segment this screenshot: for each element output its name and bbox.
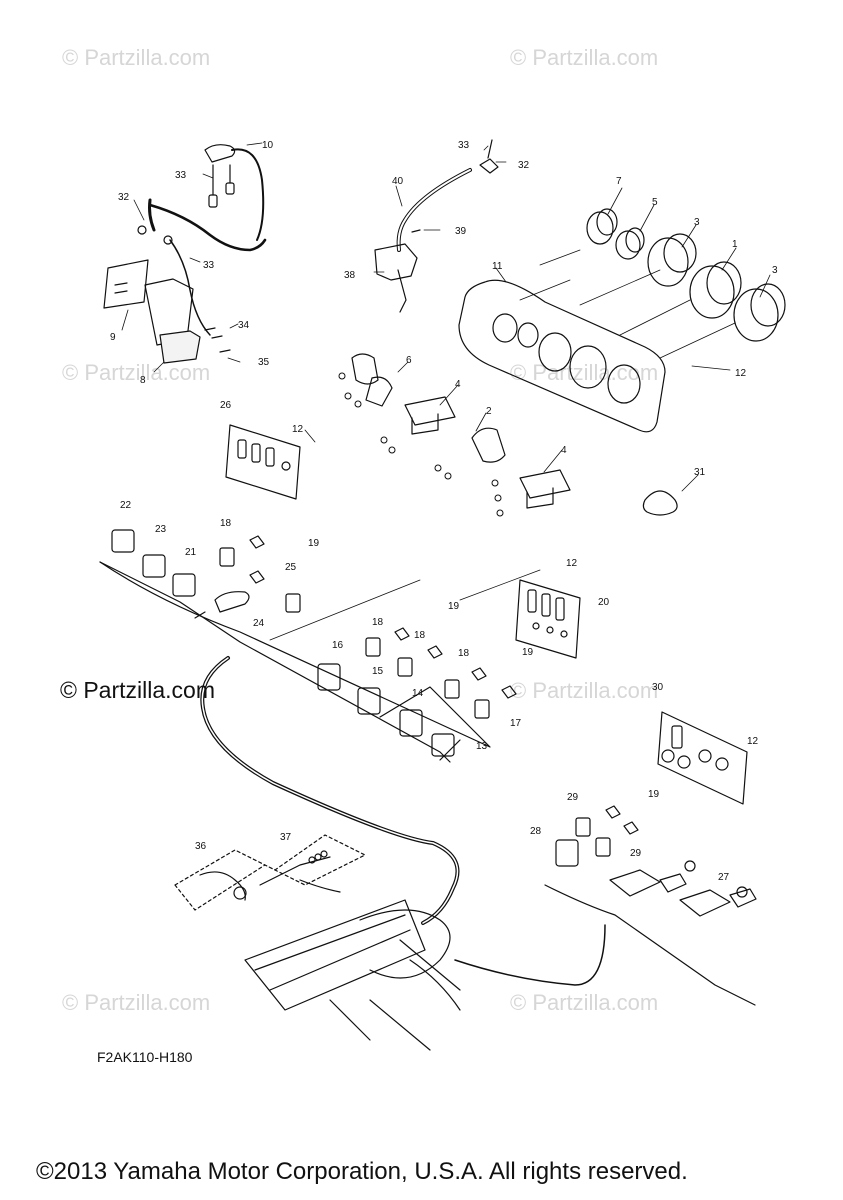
callout-17: 17 <box>510 718 522 729</box>
upper-console <box>99 529 541 763</box>
callout-26: 26 <box>220 400 232 411</box>
callout-24: 24 <box>253 618 265 629</box>
leader-lines <box>121 142 771 492</box>
callout-6: 6 <box>406 355 412 366</box>
callout-33: 33 <box>458 140 470 151</box>
callouts: 10 33 32 33 9 34 35 8 33 32 40 39 38 7 5… <box>110 140 778 883</box>
callout-16: 16 <box>332 640 344 651</box>
callout-7: 7 <box>616 176 622 187</box>
callout-1: 1 <box>732 239 738 250</box>
callout-19: 19 <box>448 601 460 612</box>
callout-38: 38 <box>344 270 356 281</box>
watermark-main: © Partzilla.com <box>60 677 215 703</box>
watermark: © Partzilla.com <box>510 360 659 385</box>
callout-31: 31 <box>694 467 706 478</box>
callout-15: 15 <box>372 666 384 677</box>
callout-28: 28 <box>530 826 542 837</box>
watermark: © Partzilla.com <box>62 45 211 70</box>
main-harness <box>200 656 606 986</box>
callout-35: 35 <box>258 357 270 368</box>
callout-5: 5 <box>652 197 658 208</box>
callout-32: 32 <box>118 192 130 203</box>
callout-19: 19 <box>308 538 320 549</box>
callout-4: 4 <box>455 379 461 390</box>
callout-18: 18 <box>414 630 426 641</box>
callout-23: 23 <box>155 524 167 535</box>
copyright-notice: ©2013 Yamaha Motor Corporation, U.S.A. A… <box>36 1158 688 1185</box>
switch-plate-30 <box>657 711 748 805</box>
callout-12: 12 <box>566 558 578 569</box>
callout-14: 14 <box>412 688 424 699</box>
lower-right-cluster <box>544 805 757 1006</box>
callout-32: 32 <box>518 160 530 171</box>
hull-outline <box>244 899 461 1051</box>
brackets <box>338 353 571 517</box>
callout-33: 33 <box>175 170 187 181</box>
switch-plate-20 <box>515 579 581 659</box>
meter-cable <box>374 139 499 313</box>
callout-30: 30 <box>652 682 664 693</box>
callout-39: 39 <box>455 226 467 237</box>
callout-4: 4 <box>561 445 567 456</box>
watermark: © Partzilla.com <box>62 360 211 385</box>
callout-18: 18 <box>458 648 470 659</box>
callout-37: 37 <box>280 832 292 843</box>
callout-21: 21 <box>185 547 197 558</box>
callout-29: 29 <box>630 848 642 859</box>
callout-29: 29 <box>567 792 579 803</box>
callout-40: 40 <box>392 176 404 187</box>
watermark: © Partzilla.com <box>510 45 659 70</box>
callout-25: 25 <box>285 562 297 573</box>
callout-12: 12 <box>735 368 747 379</box>
callout-9: 9 <box>110 332 116 343</box>
watermark: © Partzilla.com <box>510 990 659 1015</box>
callout-18: 18 <box>220 518 232 529</box>
callout-19: 19 <box>648 789 660 800</box>
callout-27: 27 <box>718 872 730 883</box>
callout-33: 33 <box>203 260 215 271</box>
callout-8: 8 <box>140 375 146 386</box>
cap-31 <box>642 490 678 516</box>
callout-11: 11 <box>492 261 503 272</box>
dash-panel <box>458 279 666 433</box>
relay-assembly <box>103 144 267 364</box>
subharness-kit <box>174 834 366 911</box>
callout-2: 2 <box>486 406 492 417</box>
callout-20: 20 <box>598 597 610 608</box>
callout-34: 34 <box>238 320 250 331</box>
switch-plate-26 <box>225 424 301 500</box>
callout-3: 3 <box>694 217 700 228</box>
gauges <box>519 208 786 359</box>
callout-18: 18 <box>372 617 384 628</box>
callout-3: 3 <box>772 265 778 276</box>
diagram-code: F2AK110-H180 <box>97 1049 193 1065</box>
callout-22: 22 <box>120 500 132 511</box>
callout-12: 12 <box>747 736 759 747</box>
callout-36: 36 <box>195 841 207 852</box>
watermark: © Partzilla.com <box>62 990 211 1015</box>
callout-19: 19 <box>522 647 534 658</box>
callout-10: 10 <box>262 140 274 151</box>
callout-12: 12 <box>292 424 304 435</box>
callout-13: 13 <box>476 741 488 752</box>
middle-console <box>317 627 517 761</box>
watermark: © Partzilla.com <box>510 678 659 703</box>
